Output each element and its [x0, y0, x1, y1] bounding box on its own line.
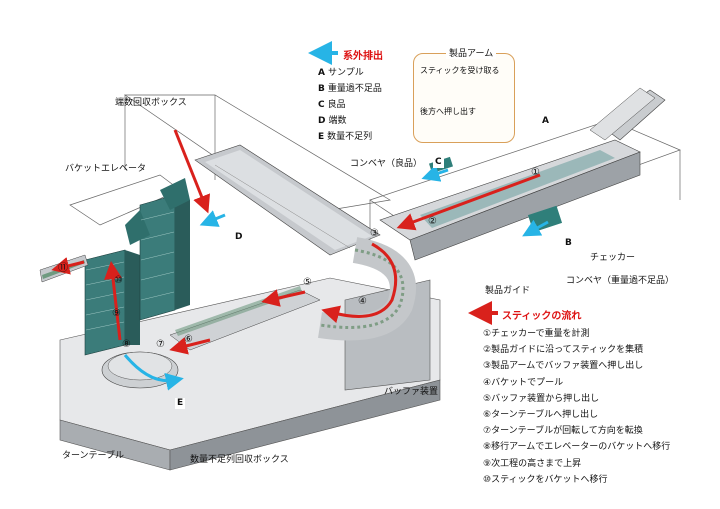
- flow-step: ⑦ターンテーブルが回転して方向を転換: [483, 426, 643, 437]
- marker-B: B: [563, 238, 574, 249]
- label-fraction-box: 端数回収ボックス: [115, 98, 187, 108]
- flow-arrows: [51, 129, 541, 355]
- label-turntable: ターンテーブル: [62, 451, 125, 461]
- marker-A: A: [542, 116, 549, 126]
- discharge-item-label: 良品: [327, 100, 346, 110]
- flow-step: ①チェッカーで重量を計測: [483, 329, 590, 339]
- label-conveyor-good: コンベヤ（良品）: [350, 159, 423, 169]
- marker-8: ⑧: [122, 339, 131, 350]
- label-buffer: バッファ装置: [384, 387, 439, 397]
- marker-10: ⑩: [114, 275, 123, 286]
- product-arm-inset: [413, 53, 515, 143]
- marker-C: C: [433, 157, 444, 168]
- buffer-device: [318, 237, 416, 341]
- flow-step: ④バケットでプール: [483, 377, 564, 388]
- discharge-item-key: B: [318, 84, 325, 94]
- flow-step: ⑧移行アームでエレベーターのバケットへ移行: [483, 442, 671, 453]
- label-shortage-box: 数量不足列回収ボックス: [190, 455, 289, 465]
- discharge-item-key: D: [318, 116, 326, 126]
- label-product-guide: 製品ガイド: [485, 286, 531, 296]
- discharge-item-label: 重量過不足品: [327, 84, 382, 94]
- flow-step: ⑨次工程の高さまで上昇: [483, 458, 582, 469]
- marker-9: ⑨: [112, 308, 121, 319]
- discharge-legend-title: 系外排出: [343, 51, 383, 62]
- marker-2: ②: [428, 216, 437, 227]
- discharge-item-label: 数量不足列: [327, 132, 373, 142]
- marker-7: ⑦: [156, 339, 165, 350]
- marker-5: ⑤: [303, 277, 312, 288]
- flow-step: ②製品ガイドに沿ってスティックを集積: [483, 345, 644, 356]
- marker-11: ⑪: [58, 263, 68, 274]
- flow-step: ⑤バッファ装置から押し出し: [483, 393, 600, 404]
- discharge-item-key: E: [318, 132, 325, 142]
- flow-step: ⑩スティックをバケットへ移行: [483, 474, 608, 485]
- discharge-arrows: [123, 164, 549, 391]
- marker-D: D: [235, 232, 243, 242]
- product-arm-step2: 後方へ押し出す: [420, 107, 476, 116]
- flow-step: ③製品アームでバッファ装置へ押し出し: [483, 361, 644, 372]
- flow-step: ⑥ターンテーブルへ押し出し: [483, 410, 599, 420]
- marker-3: ③: [370, 228, 379, 239]
- label-checker: チェッカー: [590, 253, 636, 263]
- product-arm-title: 製品アーム: [446, 46, 497, 59]
- label-conveyor-weight: コンベヤ（重量過不足品）: [566, 276, 675, 286]
- discharge-item-label: 端数: [328, 116, 347, 126]
- product-arm-step1: スティックを受け取る: [420, 66, 500, 75]
- flow-legend-title: スティックの流れ: [502, 311, 582, 322]
- marker-4: ④: [358, 296, 367, 307]
- main-conveyor: [194, 144, 381, 256]
- discharge-item-key: C: [318, 100, 325, 110]
- marker-6: ⑥: [184, 334, 193, 345]
- marker-E: E: [175, 398, 186, 409]
- marker-1: ①: [531, 167, 540, 178]
- discharge-item-key: A: [318, 68, 325, 78]
- discharge-item-label: サンプル: [327, 68, 364, 78]
- label-bucket-elevator: バケットエレベータ: [65, 164, 147, 174]
